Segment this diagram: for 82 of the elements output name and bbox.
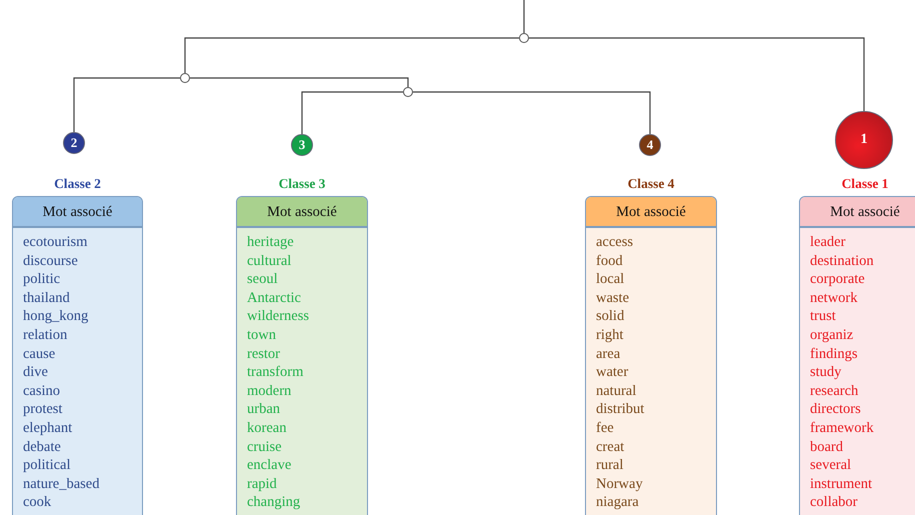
word-item: creat — [596, 438, 624, 456]
class-heading: Classe 2 — [53, 176, 102, 192]
class-heading: Classe 3 — [278, 176, 326, 192]
word-item: access — [596, 233, 634, 252]
word-item: protest — [23, 400, 62, 419]
cluster-number-badge: 2 — [63, 132, 85, 154]
word-item: cook — [23, 493, 52, 512]
word-item: nature_based — [23, 474, 100, 494]
word-item: trust — [810, 307, 836, 326]
word-item: discourse — [23, 252, 78, 270]
word-item: leader — [810, 233, 846, 252]
word-item: modern — [247, 382, 292, 400]
word-item: wilderness — [247, 307, 310, 326]
class-heading: Classe 1 — [840, 176, 890, 192]
dendrogram-branch — [529, 37, 865, 111]
cluster-number-badge: 4 — [639, 134, 661, 156]
column-header: Mot associé — [586, 197, 716, 228]
word-item: directors — [810, 400, 861, 419]
column-header: Mot associé — [237, 197, 367, 228]
word-item: waste — [596, 288, 630, 308]
junction-circle — [403, 87, 413, 97]
word-item: local — [596, 270, 624, 289]
word-item: organiz — [810, 326, 854, 345]
word-item: framework — [810, 418, 874, 438]
word-item: urban — [247, 400, 280, 419]
word-item: hong_kong — [23, 307, 88, 326]
column-header: Mot associé — [800, 197, 915, 228]
word-item: network — [810, 288, 858, 308]
dendrogram-branch — [184, 37, 519, 73]
word-item: cause — [23, 344, 56, 364]
word-item: rapid — [247, 474, 277, 494]
dendrogram-branch — [190, 77, 409, 87]
word-item: study — [810, 363, 842, 382]
dendrogram-branch — [413, 91, 651, 134]
word-item: relation — [23, 326, 68, 345]
dendrogram-branch — [301, 91, 403, 134]
word-item: fee — [596, 418, 614, 438]
word-item: Antarctic — [247, 288, 301, 308]
word-item: Norway — [596, 474, 643, 494]
word-item: findings — [810, 344, 858, 364]
word-item: thailand — [23, 288, 70, 308]
word-item: cultural — [247, 252, 292, 270]
word-item: political — [23, 456, 71, 475]
word-item: politic — [23, 270, 60, 289]
word-item: distribut — [596, 400, 644, 419]
word-item: dive — [23, 363, 48, 382]
dendrogram-branch — [73, 77, 180, 132]
word-item: natural — [596, 382, 636, 400]
word-item: enclave — [247, 456, 292, 475]
word-item: restor — [247, 344, 280, 364]
word-item: seoul — [247, 270, 278, 289]
junction-circle — [180, 73, 190, 83]
word-item: water — [596, 363, 628, 382]
word-item: debate — [23, 438, 61, 456]
word-item: rural — [596, 456, 624, 475]
dendrogram-branch — [523, 0, 525, 33]
cluster-number-badge: 1 — [835, 111, 893, 169]
column-header: Mot associé — [13, 197, 142, 228]
word-item: town — [247, 326, 276, 345]
word-item: instrument — [810, 474, 872, 494]
word-item: ecotourism — [23, 233, 88, 252]
word-item: research — [810, 382, 858, 400]
class-heading: Classe 4 — [626, 176, 676, 192]
word-item: area — [596, 344, 620, 364]
word-item: transform — [247, 363, 304, 382]
word-item: casino — [23, 382, 60, 400]
word-item: korean — [247, 418, 286, 438]
word-item: food — [596, 252, 623, 270]
junction-circle — [519, 33, 529, 43]
word-item: board — [810, 438, 844, 456]
word-item: cruise — [247, 438, 282, 456]
word-item: right — [596, 326, 624, 345]
cluster-number-badge: 3 — [291, 134, 313, 156]
word-item: collabor — [810, 493, 858, 512]
word-item: several — [810, 456, 852, 475]
word-item: corporate — [810, 270, 865, 289]
word-item: solid — [596, 307, 624, 326]
word-item: destination — [810, 252, 874, 270]
word-item: elephant — [23, 418, 72, 438]
word-item: niagara — [596, 493, 639, 512]
word-item: heritage — [247, 233, 294, 252]
word-item: changing — [247, 493, 300, 512]
